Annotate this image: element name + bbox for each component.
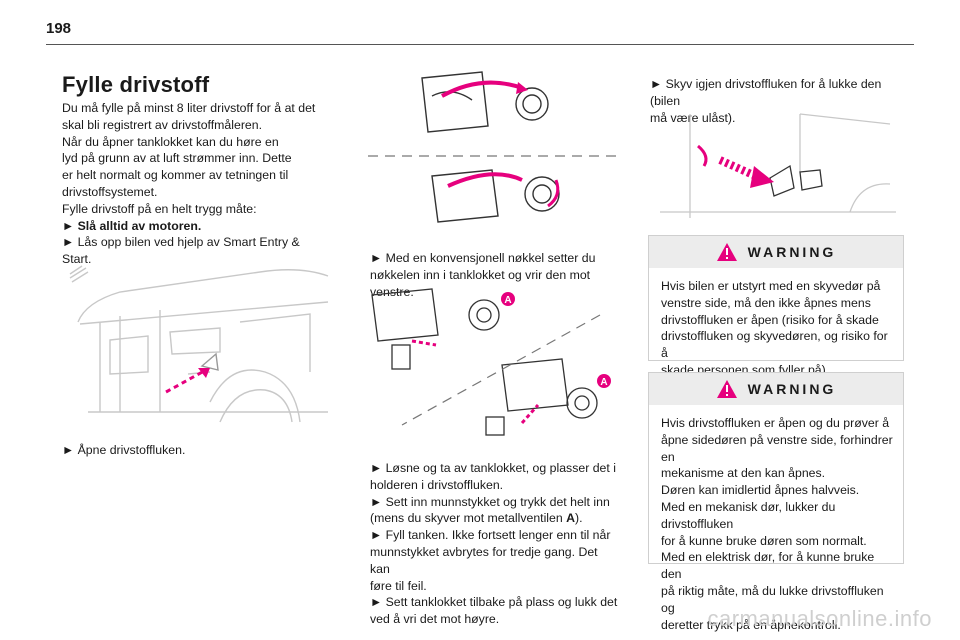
warning-box-sliding-door: WARNING Hvis bilen er utstyrt med en sky… [648,235,904,377]
text-line: lyd på grunn av at luft strømmer inn. De… [62,151,292,166]
warning-body: Hvis bilen er utstyrt med en skyvedør på… [649,268,903,379]
text-line: ► Fyll tanken. Ikke fortsett lenger enn … [370,528,611,543]
warning-header: WARNING [649,236,903,268]
caption-open-flap: ► Åpne drivstoffluken. [62,443,186,457]
watermark: carmanualsonline.info [707,606,932,631]
text-line: ► Sett inn munnstykket og trykk det helt… [370,494,610,509]
header-divider [46,44,914,45]
text-line: skal bli registrert av drivstoffmåleren. [62,117,263,132]
warning-triangle-icon [716,243,737,261]
text-line: Med en elektrisk dør, for å kunne bruke … [661,550,875,582]
marker-a-bottom [597,374,611,388]
marker-a-top [501,292,515,306]
close-flap-instruction: ► Skyv igjen drivstoffluken for å lukke … [650,76,910,126]
nozzle-insert-illustration: A A [371,288,611,436]
valve-text-end: ). [575,511,583,526]
text-line: må være ulåst). [650,110,736,125]
text-line: ► Med en konvensjonell nøkkel setter du [370,251,596,265]
text-line: mekanisme at den kan åpnes. [661,466,826,481]
warning-box-side-door: WARNING Hvis drivstoffluken er åpen og d… [648,372,904,632]
warning-triangle-icon [716,380,737,398]
text-line: holderen i drivstoffluken. [370,477,504,492]
page-number: 198 [46,20,72,37]
text-line: ved å vri det mot høyre. [370,612,500,627]
text-line: ► Løsne og ta av tanklokket, og plasser … [370,461,616,475]
close-flap-illustration [660,113,896,218]
text-line: føre til feil. [370,578,427,593]
text-line: deretter trykk på en åpnekontroll. [661,617,841,632]
text-line: drivstoffluken og skyvedøren, og risiko … [661,329,888,361]
valve-label-a: A [566,511,576,526]
text-line: på riktig måte, må du lukke drivstoffluk… [661,583,884,615]
van-side-illustration [69,265,329,423]
bullet-engine-off: ► Slå alltid av motoren. [62,218,202,233]
caption-key: ► Med en konvensjonell nøkkel setter du … [370,250,620,300]
text-line: nøkkelen inn i tanklokket og vrir den mo… [370,267,591,299]
text-line: Når du åpner tanklokket kan du høre en [62,134,279,149]
text-line: for å kunne bruke døren som normalt. [661,533,867,548]
valve-text: (mens du skyver mot metallventilen [370,511,567,526]
text-line: drivstoffluken er åpen (risiko for å ska… [661,312,879,327]
text-line: ► Skyv igjen drivstoffluken for å lukke … [650,77,882,108]
text-line: munnstykket avbrytes for tredje gang. De… [370,544,598,576]
text-line: drivstoffsystemet. [62,184,158,199]
text-line: venstre side, må den ikke åpnes mens [661,295,871,310]
marker-a-top-label: A [504,295,511,306]
text-line: Fylle drivstoff på en helt trygg måte: [62,201,257,216]
text-line: er helt normalt og kommer av tetningen t… [62,168,289,183]
text-line: åpne sidedøren på venstre side, forhindr… [661,432,893,464]
page-title: Fylle drivstoff [62,72,210,97]
text-line: Hvis drivstoffluken er åpen og du prøver… [661,416,890,430]
text-line-valve: (mens du skyver mot metallventilen A). [370,510,620,527]
text-line: ► Sett tanklokket tilbake på plass og lu… [370,595,618,610]
marker-a-bottom-label: A [600,377,607,388]
fuel-cap-key-illustration [368,71,616,223]
text-line: Døren kan imidlertid åpnes halvveis. [661,483,860,498]
refuel-instructions: ► Løsne og ta av tanklokket, og plasser … [370,460,620,628]
warning-title: WARNING [747,381,837,397]
warning-title: WARNING [747,244,837,260]
intro-paragraph: Du må fylle på minst 8 liter drivstoff f… [62,100,332,268]
text-line: Du må fylle på minst 8 liter drivstoff f… [62,101,316,115]
warning-header: WARNING [649,373,903,405]
text-line: Start. [62,252,92,267]
text-line: ► Lås opp bilen ved hjelp av Smart Entry… [62,235,300,250]
text-line: Med en mekanisk dør, lukker du drivstoff… [661,499,836,531]
text-line: Hvis bilen er utstyrt med en skyvedør på [661,279,881,293]
warning-body: Hvis drivstoffluken er åpen og du prøver… [649,405,903,633]
